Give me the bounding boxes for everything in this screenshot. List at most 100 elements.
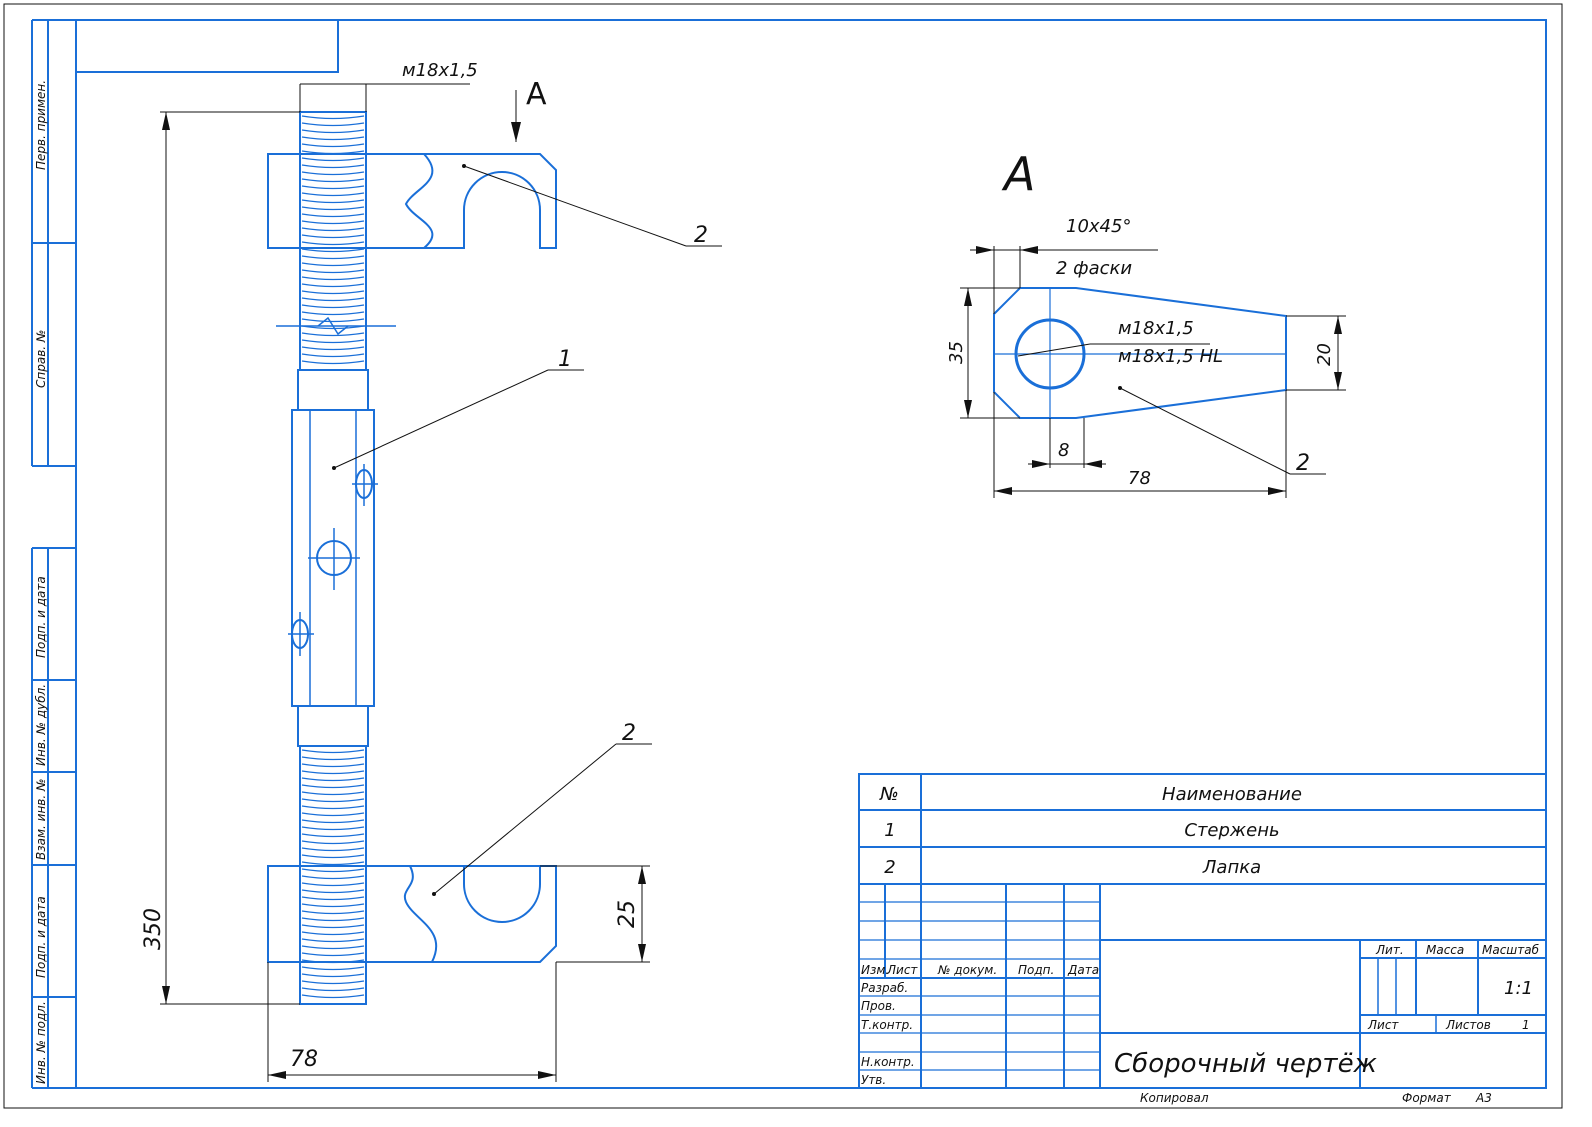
parts-table: № Наименование 1 Стержень 2 Лапка bbox=[858, 773, 1547, 885]
parts-row-1-name: Стержень bbox=[1184, 820, 1279, 841]
label-inv-podl: Инв. № подл. bbox=[34, 1001, 48, 1084]
chamfer-label: 10х45° bbox=[1066, 216, 1131, 237]
thread-line bbox=[301, 784, 365, 789]
callout-2-top: 2 bbox=[694, 223, 708, 248]
thread-line bbox=[301, 213, 365, 218]
thread-label-2: м18х1,5 HL bbox=[1118, 346, 1223, 367]
thread-line bbox=[301, 360, 365, 365]
dim-thread-label: м18х1,5 bbox=[402, 60, 478, 81]
thread-line bbox=[301, 171, 365, 176]
thread-line bbox=[301, 798, 365, 803]
thread-line bbox=[301, 283, 365, 288]
parts-header-name: Наименование bbox=[1162, 784, 1302, 805]
thread-top bbox=[301, 115, 365, 365]
thread-line bbox=[301, 980, 365, 985]
thread-line bbox=[301, 248, 365, 253]
callout-1: 1 bbox=[558, 347, 572, 372]
section-title: А bbox=[1001, 147, 1035, 201]
thread-line bbox=[301, 791, 365, 796]
thread-line bbox=[301, 255, 365, 260]
label-podp-data-2: Подп. и дата bbox=[34, 896, 48, 978]
thread-line bbox=[301, 805, 365, 810]
tb-format-value: А3 bbox=[1475, 1091, 1492, 1105]
thread-line bbox=[301, 882, 365, 887]
dim-8: 8 bbox=[1058, 440, 1069, 461]
thread-line bbox=[301, 129, 365, 134]
tb-row-nkontr: Н.контр. bbox=[861, 1055, 915, 1069]
thread-line bbox=[301, 227, 365, 232]
thread-line bbox=[301, 353, 365, 358]
thread-line bbox=[301, 854, 365, 859]
thread-line bbox=[301, 903, 365, 908]
parts-row-1-num: 1 bbox=[884, 820, 895, 841]
thread-line bbox=[301, 749, 365, 754]
dim-78-section: 78 bbox=[1128, 468, 1151, 489]
tb-row-tkontr: Т.контр. bbox=[861, 1018, 913, 1032]
parts-row-2-name: Лапка bbox=[1202, 857, 1261, 878]
callout-2-section: 2 bbox=[1296, 451, 1310, 476]
thread-line bbox=[301, 206, 365, 211]
chamfer-count: 2 фаски bbox=[1056, 258, 1132, 279]
tb-col-podp: Подп. bbox=[1018, 963, 1054, 977]
tb-listov-value: 1 bbox=[1522, 1018, 1530, 1032]
thread-line bbox=[301, 987, 365, 992]
parts-row-2-num: 2 bbox=[884, 857, 895, 878]
thread-line bbox=[301, 812, 365, 817]
thread-line bbox=[301, 199, 365, 204]
thread-line bbox=[301, 917, 365, 922]
thread-line bbox=[301, 115, 365, 120]
thread-line bbox=[301, 143, 365, 148]
thread-line bbox=[301, 234, 365, 239]
thread-line bbox=[301, 185, 365, 190]
dim-35: 35 bbox=[946, 341, 967, 364]
thread-line bbox=[301, 973, 365, 978]
thread-line bbox=[301, 840, 365, 845]
thread-line bbox=[301, 276, 365, 281]
thread-line bbox=[301, 966, 365, 971]
thread-line bbox=[301, 763, 365, 768]
thread-line bbox=[301, 756, 365, 761]
parts-header-num: № bbox=[879, 784, 899, 805]
thread-line bbox=[301, 290, 365, 295]
tb-scale-value: 1:1 bbox=[1504, 978, 1533, 999]
thread-line bbox=[301, 938, 365, 943]
tb-row-utv: Утв. bbox=[861, 1073, 886, 1087]
thread-line bbox=[301, 889, 365, 894]
thread-line bbox=[301, 192, 365, 197]
main-view: м18х1,5 А 350 25 78 2 1 2 bbox=[141, 60, 722, 1082]
section-view-a: А 10х45° 2 фаски м18х1,5 м18х1,5 HL 35 2… bbox=[946, 147, 1346, 498]
thread-line bbox=[301, 157, 365, 162]
title-block-rows bbox=[859, 901, 1100, 1071]
thread-line bbox=[301, 875, 365, 880]
thread-line bbox=[301, 122, 365, 127]
thread-line bbox=[301, 262, 365, 267]
tb-kopiroval: Копировал bbox=[1140, 1091, 1209, 1105]
thread-line bbox=[301, 868, 365, 873]
tb-massa: Масса bbox=[1426, 943, 1464, 957]
tb-list: Лист bbox=[1367, 1018, 1399, 1032]
view-arrow-label: А bbox=[526, 77, 547, 112]
thread-line bbox=[301, 819, 365, 824]
label-podp-data-1: Подп. и дата bbox=[34, 576, 48, 658]
dim-25: 25 bbox=[615, 900, 640, 928]
thread-line bbox=[301, 770, 365, 775]
dim-78-main: 78 bbox=[290, 1047, 318, 1072]
thread-line bbox=[301, 332, 365, 337]
label-sprav: Справ. № bbox=[34, 330, 48, 388]
label-inv-dubl: Инв. № дубл. bbox=[34, 684, 48, 766]
title-block: Изм. Лист № докум. Подп. Дата Разраб. Пр… bbox=[858, 883, 1547, 1105]
thread-line bbox=[301, 952, 365, 957]
tb-col-docum: № докум. bbox=[937, 963, 997, 977]
label-perv-primen: Перв. примен. bbox=[34, 80, 48, 170]
thread-line bbox=[301, 304, 365, 309]
thread-line bbox=[301, 777, 365, 782]
thread-line bbox=[301, 178, 365, 183]
thread-line bbox=[301, 910, 365, 915]
tb-row-razrab: Разраб. bbox=[861, 981, 908, 995]
tb-format: Формат bbox=[1402, 1091, 1452, 1105]
left-margin: Перв. примен. Справ. № Подп. и дата Инв.… bbox=[31, 19, 76, 1089]
thread-line bbox=[301, 826, 365, 831]
thread-line bbox=[301, 136, 365, 141]
thread-line bbox=[301, 269, 365, 274]
